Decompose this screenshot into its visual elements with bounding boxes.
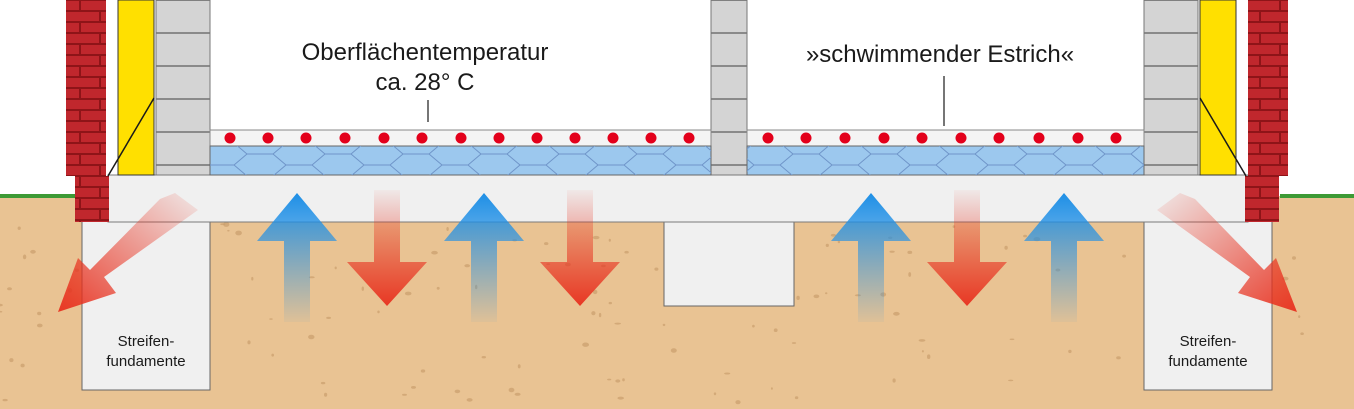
heating-pipe-icon (916, 132, 928, 144)
brick-plinth-left (75, 176, 109, 222)
cold-flow-up-arrow-icon (444, 193, 524, 322)
heating-pipe-icon (955, 132, 967, 144)
grass-left (0, 194, 78, 198)
heating-pipe-icon (1110, 132, 1122, 144)
heating-pipe-icon (800, 132, 812, 144)
surface-temp-label-1: Oberflächentemperatur (302, 39, 549, 66)
heating-pipe-icon (224, 132, 236, 144)
heating-pipe-icon (569, 132, 581, 144)
heating-pipe-icon (531, 132, 543, 144)
heating-pipe-icon (1033, 132, 1045, 144)
brick-plinth-right (1245, 176, 1279, 222)
warm-flow-down-arrow-icon (540, 190, 620, 306)
heating-pipe-icon (262, 132, 274, 144)
warm-flow-down-arrow-icon (347, 190, 427, 306)
heat-flow-arrows (58, 190, 1297, 322)
brick-wall-right (1248, 0, 1288, 176)
surface-temp-label-2: ca. 28° C (376, 69, 475, 96)
heating-pipes (224, 132, 1122, 144)
insulation-diagonal-right (1199, 97, 1247, 177)
cold-flow-up-arrow-icon (257, 193, 337, 322)
heating-pipe-icon (493, 132, 505, 144)
warm-flow-down-arrow-icon (927, 190, 1007, 306)
heating-pipe-icon (1072, 132, 1084, 144)
cold-flow-up-arrow-icon (1024, 193, 1104, 322)
warm-flow-diagonal-left-arrow-icon (58, 193, 198, 312)
cold-flow-up-arrow-icon (831, 193, 911, 322)
grass-right (1280, 194, 1354, 198)
heating-pipe-icon (839, 132, 851, 144)
center-footing (663, 217, 795, 307)
heating-pipe-icon (300, 132, 312, 144)
heating-pipe-icon (607, 132, 619, 144)
heating-pipe-icon (993, 132, 1005, 144)
strip-foundation-left-label-1: Streifen- (118, 333, 175, 350)
insulation-diagonal-left (107, 97, 155, 177)
strip-foundation-right-label-1: Streifen- (1180, 333, 1237, 350)
wall-insulation-right (1199, 0, 1237, 176)
block-wall-right (1143, 0, 1199, 176)
heating-pipe-icon (416, 132, 428, 144)
brick-wall-left (66, 0, 106, 176)
wall-insulation-left (117, 0, 155, 176)
heating-pipe-icon (645, 132, 657, 144)
heating-pipe-icon (683, 132, 695, 144)
block-wall-left (155, 0, 211, 176)
heating-pipe-icon (762, 132, 774, 144)
floating-screed-label: »schwimmender Estrich« (806, 41, 1074, 68)
heating-pipe-icon (455, 132, 467, 144)
heating-pipe-icon (378, 132, 390, 144)
heating-pipe-icon (339, 132, 351, 144)
heating-pipe-icon (878, 132, 890, 144)
strip-foundation-right-label-2: fundamente (1168, 353, 1247, 370)
block-wall-middle (710, 0, 748, 176)
strip-foundation-left-label-2: fundamente (106, 353, 185, 370)
warm-flow-diagonal-right-arrow-icon (1157, 193, 1297, 312)
